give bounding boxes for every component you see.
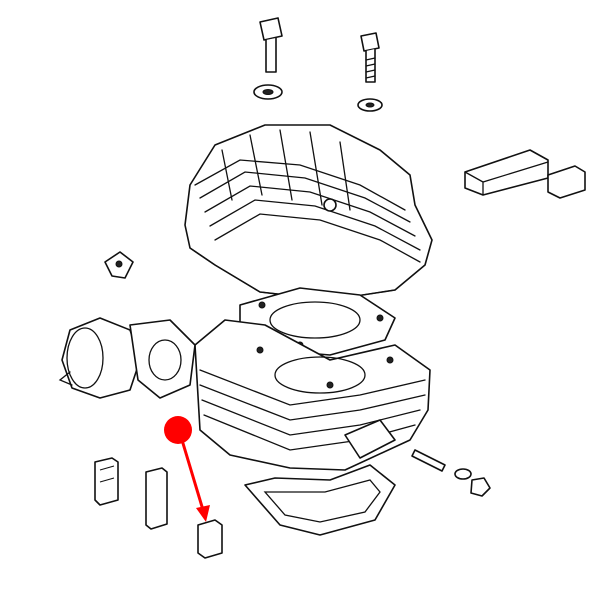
stud[interactable] [411,449,446,472]
cylinder[interactable] [194,319,431,471]
head-bolt-right[interactable] [360,32,380,83]
red-arrowhead [196,505,210,522]
rubber-block-highlighted[interactable] [197,519,223,559]
rubber-block-top-right[interactable] [464,149,549,196]
rubber-block-1[interactable] [94,457,119,506]
cylinder-head[interactable] [184,124,433,301]
rubber-block-2[interactable] [145,467,168,530]
rubber-block-small-right[interactable] [547,165,586,199]
intake-manifold[interactable] [58,317,141,399]
bracket[interactable] [104,251,134,279]
washer-left[interactable] [253,84,283,100]
red-dot [164,416,192,444]
highlight-marker [164,416,210,522]
washer-stud[interactable] [454,468,472,480]
washer-right[interactable] [357,98,383,112]
base-gasket[interactable] [244,464,396,536]
nut[interactable] [470,477,491,497]
manifold-gasket[interactable] [129,319,196,399]
head-bolt-left[interactable] [259,17,283,73]
red-arrow [180,439,205,511]
